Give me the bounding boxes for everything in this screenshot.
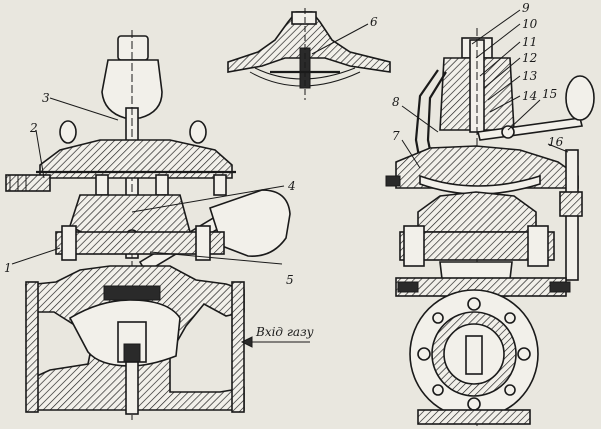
label-7: 7 <box>392 129 400 143</box>
label-8: 8 <box>392 95 400 109</box>
label-11: 11 <box>522 35 537 49</box>
gas-inlet-caption: Вхід газу <box>255 325 314 339</box>
label-15: 15 <box>542 87 557 101</box>
leader-lines <box>11 9 569 265</box>
label-4: 4 <box>287 179 296 193</box>
label-13: 13 <box>522 69 538 83</box>
label-16: 16 <box>548 135 564 149</box>
label-10: 10 <box>522 17 538 31</box>
label-9: 9 <box>522 1 530 15</box>
label-3: 3 <box>42 91 50 105</box>
label-2: 2 <box>29 121 38 135</box>
label-12: 12 <box>522 51 537 65</box>
label-1: 1 <box>4 261 12 275</box>
label-6: 6 <box>370 15 378 29</box>
left-section-view <box>5 30 310 420</box>
callout-labels: 1 2 3 4 5 6 7 8 9 10 11 12 13 14 15 16 В… <box>4 1 564 339</box>
right-side-view <box>385 28 595 426</box>
diaphragm-detail <box>227 8 391 100</box>
label-14: 14 <box>522 89 537 103</box>
label-5: 5 <box>286 273 294 287</box>
